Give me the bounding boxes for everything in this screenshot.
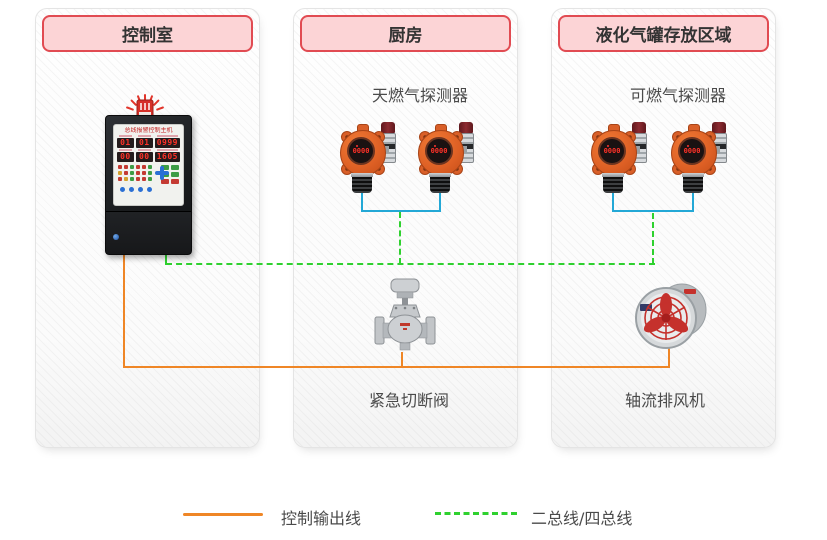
legend-bus-line-sample bbox=[435, 512, 517, 515]
gas-detector-lpg-2: 0000 bbox=[667, 118, 731, 196]
alarm-control-host: 总线报警控制主机 01 01 0999 00 00 1605 bbox=[105, 115, 192, 255]
panel-control-room-header: 控制室 bbox=[42, 15, 253, 52]
host-title: 总线报警控制主机 bbox=[124, 127, 173, 134]
control-line-main-horizontal bbox=[123, 366, 670, 368]
host-display: 01 bbox=[117, 138, 134, 148]
host-indicator-lights bbox=[118, 165, 152, 181]
detector-body: 0000 bbox=[671, 130, 717, 176]
detector-sounder-cap bbox=[381, 122, 395, 133]
detector-sounder-cap bbox=[459, 122, 473, 133]
detector-display: 0000 bbox=[347, 137, 375, 165]
emergency-shutoff-valve-icon bbox=[374, 278, 436, 351]
detector-body: 0000 bbox=[418, 130, 464, 176]
bus-line-host-drop bbox=[165, 253, 167, 265]
control-line-host-drop bbox=[123, 253, 125, 368]
bus-line-kitchen-drop bbox=[399, 212, 401, 264]
host-display-row-1: 01 01 0999 bbox=[116, 135, 181, 148]
host-display: 1605 bbox=[154, 152, 180, 162]
lpg-detector-label: 可燃气探测器 bbox=[629, 86, 727, 105]
fan-label: 轴流排风机 bbox=[624, 391, 706, 410]
host-display: 01 bbox=[135, 138, 153, 148]
bus-line-lpg-drop bbox=[652, 213, 654, 264]
host-button-area bbox=[116, 165, 181, 184]
host-display-row-2: 00 00 1605 bbox=[116, 149, 181, 162]
legend-bus-line-label: 二总线/四总线 bbox=[531, 509, 633, 528]
legend-control-line-label: 控制输出线 bbox=[281, 509, 362, 528]
valve-label: 紧急切断阀 bbox=[368, 391, 450, 410]
detector-body: 0000 bbox=[591, 130, 637, 176]
host-arrow-pad bbox=[155, 166, 169, 180]
panel-kitchen: 厨房 bbox=[293, 8, 518, 448]
host-display: 00 bbox=[117, 152, 134, 162]
detector-sensor-head bbox=[603, 177, 623, 193]
panel-control-room-title: 控制室 bbox=[122, 26, 173, 46]
detector-body: 0000 bbox=[340, 130, 386, 176]
host-lower-door bbox=[106, 211, 191, 254]
detector-sensor-head bbox=[430, 177, 450, 193]
axial-fan-icon bbox=[635, 283, 707, 349]
detector-sensor-head bbox=[352, 177, 372, 193]
host-round-buttons bbox=[116, 187, 181, 192]
signal-line-kitchen-left bbox=[361, 192, 363, 212]
detector-display: 0000 bbox=[425, 137, 453, 165]
legend-control-line-sample bbox=[183, 513, 263, 516]
panel-lpg-area-header: 液化气罐存放区域 bbox=[558, 15, 769, 52]
control-line-fan-branch bbox=[668, 348, 670, 367]
signal-line-lpg-left bbox=[612, 192, 614, 212]
signal-line-lpg-bridge bbox=[612, 210, 694, 212]
host-display: 0999 bbox=[154, 138, 180, 148]
host-lock-icon bbox=[113, 234, 119, 240]
signal-line-kitchen-bridge bbox=[361, 210, 441, 212]
panel-lpg-area: 液化气罐存放区域 bbox=[551, 8, 776, 448]
detector-display: 0000 bbox=[598, 137, 626, 165]
kitchen-detector-label: 天燃气探测器 bbox=[371, 86, 469, 105]
panel-kitchen-header: 厨房 bbox=[300, 15, 511, 52]
gas-detector-lpg-1: 0000 bbox=[587, 118, 651, 196]
gas-detector-kitchen-2: 0000 bbox=[414, 118, 478, 196]
gas-detector-kitchen-1: 0000 bbox=[336, 118, 400, 196]
detector-sensor-head bbox=[683, 177, 703, 193]
signal-line-lpg-right bbox=[692, 192, 694, 212]
detector-sounder-cap bbox=[712, 122, 726, 133]
panel-lpg-area-title: 液化气罐存放区域 bbox=[595, 26, 732, 46]
panel-control-room: 控制室 bbox=[35, 8, 260, 448]
detector-display: 0000 bbox=[678, 137, 706, 165]
host-front-panel: 总线报警控制主机 01 01 0999 00 00 1605 bbox=[113, 124, 184, 206]
detector-sounder-cap bbox=[632, 122, 646, 133]
signal-line-kitchen-right bbox=[439, 192, 441, 212]
host-display: 00 bbox=[135, 152, 153, 162]
control-line-valve-branch bbox=[401, 352, 403, 367]
panel-kitchen-title: 厨房 bbox=[388, 26, 423, 46]
bus-line-main-horizontal bbox=[166, 263, 655, 265]
